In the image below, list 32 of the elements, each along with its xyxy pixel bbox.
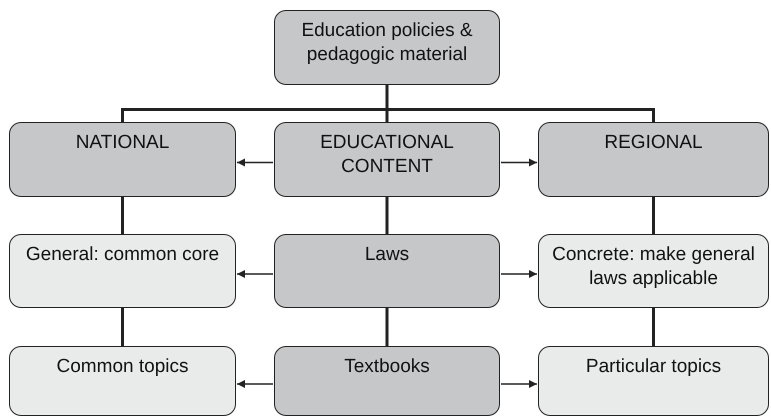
rounded-box (9, 346, 236, 416)
rounded-box (274, 234, 500, 308)
connector-line (652, 197, 655, 234)
rounded-box (274, 10, 500, 85)
box-label: NATIONAL (76, 131, 170, 155)
connector-line (386, 197, 388, 234)
box-label: Laws (364, 243, 410, 267)
arrow (501, 380, 537, 388)
connector-line (652, 308, 655, 346)
connector-line (121, 197, 124, 234)
rounded-box (274, 346, 500, 416)
rounded-box (538, 346, 769, 416)
rounded-box (9, 234, 236, 308)
box-label: Education policies & pedagogic material (300, 19, 474, 67)
arrow (237, 270, 273, 278)
arrow (501, 270, 537, 278)
arrow (501, 158, 537, 166)
rounded-box (538, 234, 769, 308)
box-label: General: common core (26, 243, 220, 267)
connector-line (121, 308, 124, 346)
box-label: Textbooks (344, 355, 430, 379)
box-label: Particular topics (586, 355, 722, 379)
rounded-box (274, 122, 500, 197)
arrow (237, 158, 273, 166)
rounded-box (9, 122, 236, 197)
arrow (237, 380, 273, 388)
box-label: Common topics (56, 355, 188, 379)
box-label: REGIONAL (604, 131, 703, 155)
connector-line (386, 308, 388, 346)
box-label: EDUCATIONAL CONTENT (319, 131, 455, 179)
box-label: Concrete: make general laws applicable (551, 243, 756, 291)
rounded-box (538, 122, 769, 197)
